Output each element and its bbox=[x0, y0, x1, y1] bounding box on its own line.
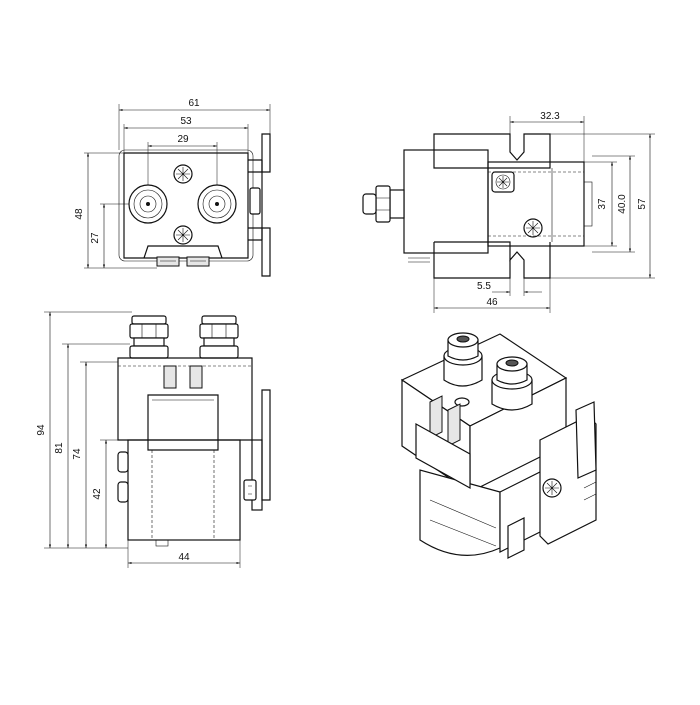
dim-front-terminal-height: 81 bbox=[54, 442, 65, 454]
top-view-connector bbox=[143, 245, 223, 259]
front-view-tab-right bbox=[189, 365, 203, 389]
dim-side-body-width: 46 bbox=[486, 297, 498, 308]
top-view: 61 53 29 48 27 bbox=[74, 98, 271, 277]
top-view-dims: 61 53 29 48 27 bbox=[74, 98, 271, 269]
side-view-cap bbox=[403, 149, 489, 254]
top-view-body bbox=[123, 152, 249, 259]
top-view-terminal-right bbox=[197, 184, 237, 224]
dim-top-height: 48 bbox=[74, 208, 85, 220]
iso-tab-right bbox=[447, 403, 461, 447]
front-view-stud-lower bbox=[117, 481, 129, 503]
front-view-tab-left bbox=[163, 365, 177, 389]
side-view-screw-upper bbox=[491, 171, 515, 193]
side-view-dims: 32.3 37 40.0 57 5.5 46 bbox=[433, 111, 655, 313]
front-view-connector-housing bbox=[147, 394, 219, 451]
front-view-terminal-right bbox=[199, 315, 239, 359]
top-view-tab-right bbox=[186, 256, 210, 267]
side-view-bracket-top bbox=[433, 133, 551, 169]
side-view-coil-end bbox=[583, 181, 593, 227]
front-view-cap bbox=[117, 357, 253, 441]
front-view-terminal-left bbox=[129, 315, 169, 359]
iso-bracket-screw bbox=[542, 478, 562, 498]
top-view-screw-top bbox=[173, 164, 193, 184]
iso-top-screw bbox=[454, 397, 470, 407]
dim-side-bracket-height: 40.0 bbox=[617, 194, 628, 214]
top-view-bracket-arms bbox=[248, 159, 262, 241]
side-view: 32.3 37 40.0 57 5.5 46 bbox=[362, 111, 655, 313]
iso-terminal-right bbox=[491, 356, 533, 411]
dim-top-terminal-spacing: 29 bbox=[177, 134, 189, 145]
front-view-coil bbox=[127, 439, 241, 541]
top-view-bracket-lower bbox=[261, 227, 271, 277]
front-view-bracket-screw bbox=[243, 479, 257, 501]
dim-front-overall-height: 94 bbox=[36, 424, 47, 436]
front-view-bracket-plate bbox=[261, 389, 271, 501]
side-view-bracket-bottom bbox=[434, 241, 551, 279]
dim-top-overall-width: 61 bbox=[188, 98, 200, 109]
side-view-stud bbox=[362, 193, 377, 215]
top-view-tab-left bbox=[156, 256, 180, 267]
front-view-stud-upper bbox=[117, 451, 129, 473]
side-view-nut-mid bbox=[375, 185, 391, 223]
top-view-bracket-upper bbox=[261, 133, 271, 173]
top-view-screw-bottom bbox=[173, 225, 193, 245]
iso-tab-left bbox=[429, 395, 443, 439]
dim-side-slot-height: 37 bbox=[597, 198, 608, 210]
iso-terminal-left bbox=[443, 332, 483, 387]
iso-bracket-ear-top bbox=[575, 401, 597, 479]
front-view: 94 81 74 42 44 bbox=[36, 311, 271, 568]
top-view-body-outline bbox=[118, 149, 254, 262]
dim-front-coil-height: 42 bbox=[92, 488, 103, 500]
dim-top-body-width: 53 bbox=[180, 116, 192, 127]
side-view-screw-lower bbox=[523, 218, 543, 238]
top-view-bracket-screw bbox=[249, 187, 261, 215]
front-view-dims: 94 81 74 42 44 bbox=[36, 311, 241, 568]
dim-front-body-height: 74 bbox=[72, 448, 83, 460]
dim-front-base-width: 44 bbox=[178, 552, 190, 563]
iso-connector bbox=[415, 422, 471, 490]
side-view-nut-outer bbox=[389, 189, 405, 219]
dim-top-terminal-height: 27 bbox=[90, 232, 101, 244]
top-view-terminal-left bbox=[128, 184, 168, 224]
iso-bracket-foot bbox=[507, 517, 525, 559]
dim-side-overall-height: 57 bbox=[637, 198, 648, 210]
isometric-view bbox=[400, 332, 597, 559]
dim-side-mount-offset: 32.3 bbox=[540, 111, 560, 122]
dim-side-slot-width: 5.5 bbox=[477, 281, 491, 292]
